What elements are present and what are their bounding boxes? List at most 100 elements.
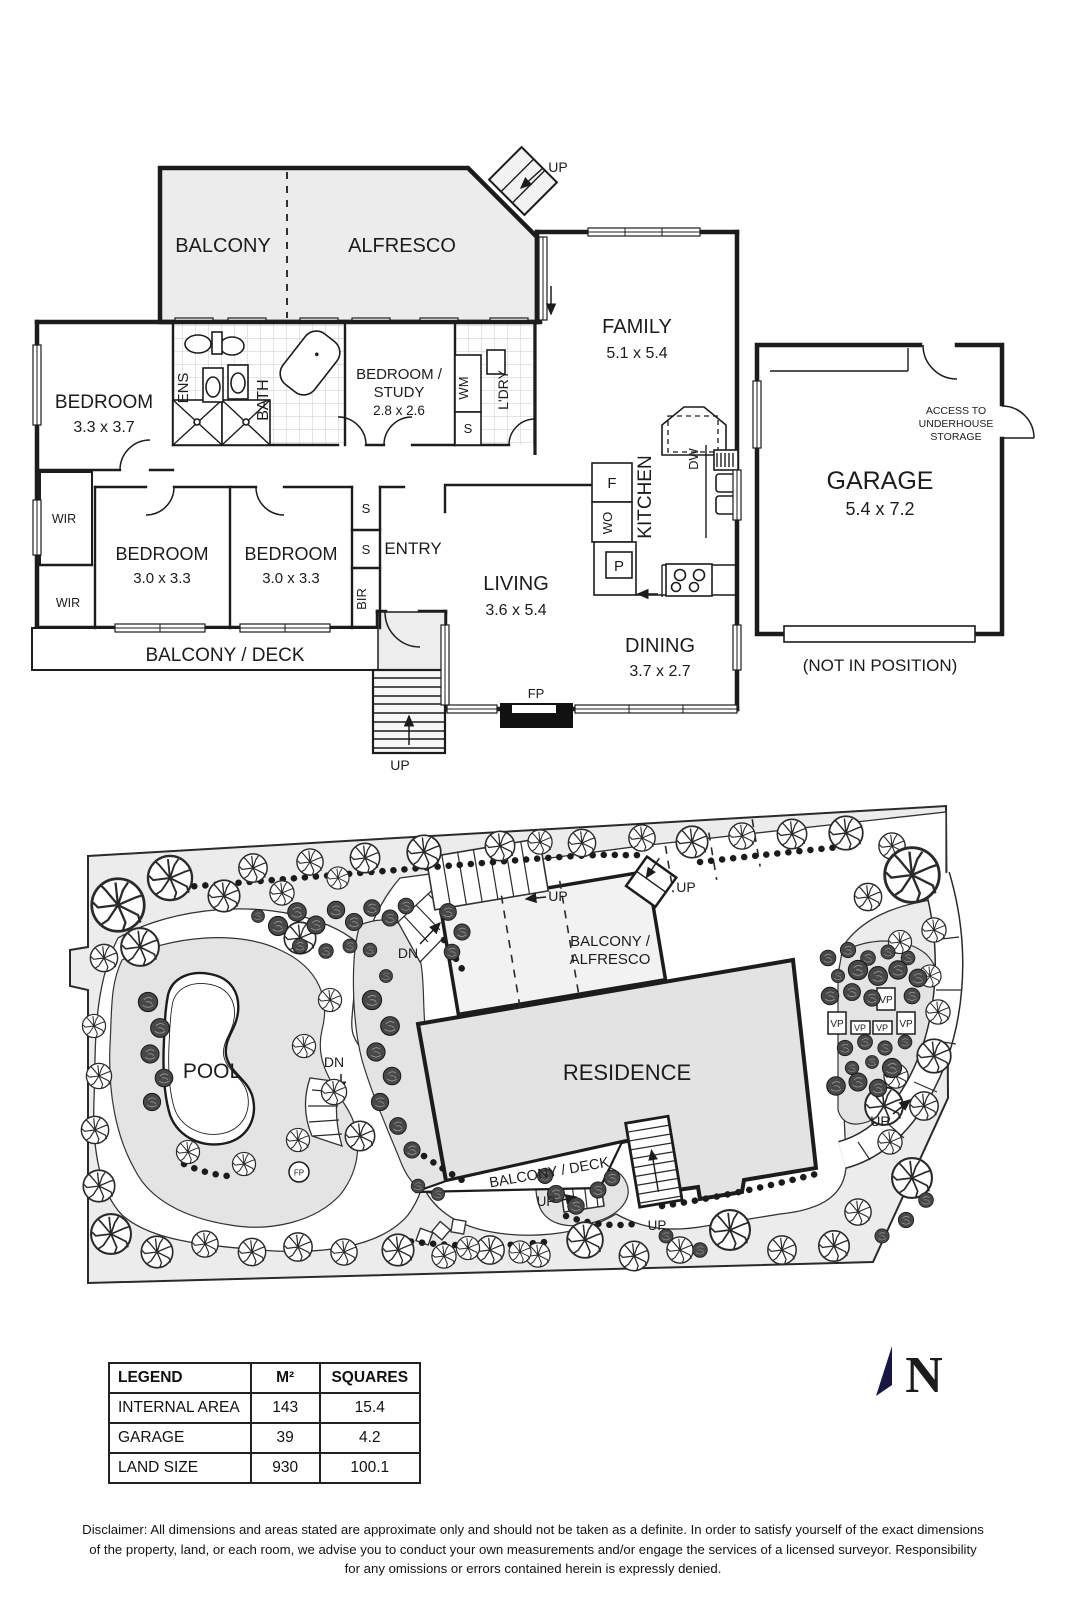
vp-label: VP <box>876 1023 888 1033</box>
family-dims: 5.1 x 5.4 <box>606 345 667 362</box>
site-up-bottom1: UP <box>537 1194 556 1209</box>
family-label: FAMILY <box>602 316 672 338</box>
site-up-diag: UP <box>676 879 695 895</box>
s-label: S <box>464 421 473 436</box>
legend-header-col1: LEGEND <box>108 1362 252 1394</box>
legend-row-squares: 4.2 <box>318 1422 422 1454</box>
wir2-label: WIR <box>56 596 80 610</box>
site-fp: FP <box>288 1161 310 1183</box>
bedroom-study-label1: BEDROOM / <box>356 366 443 383</box>
vp-label: VP <box>854 1023 866 1033</box>
bedroom3-dims: 3.0 x 3.3 <box>262 570 320 587</box>
kitchen-label: KITCHEN <box>635 455 656 538</box>
alfresco-label: ALFRESCO <box>348 235 456 257</box>
disclaimer-line3: for any omissions or errors contained he… <box>344 1561 722 1576</box>
site-up-top: UP <box>548 888 567 904</box>
disclaimer-line1: Disclaimer: All dimensions and areas sta… <box>82 1522 984 1537</box>
legend-row-squares: 100.1 <box>318 1452 422 1484</box>
s2-label: S <box>362 501 371 516</box>
residence-label: RESIDENCE <box>563 1060 691 1085</box>
north-needle-icon <box>876 1346 892 1396</box>
fridge-label: F <box>607 475 616 492</box>
pool-label: POOL <box>183 1060 241 1083</box>
legend-row: GARAGE 39 4.2 <box>108 1422 422 1454</box>
garage-door <box>783 625 976 643</box>
entry-stairs: UP <box>371 611 447 773</box>
legend-row-m2: 930 <box>249 1452 321 1484</box>
garage-access-line3: STORAGE <box>930 431 981 443</box>
site-balcony-alfresco-2: ALFRESCO <box>570 951 651 968</box>
doors <box>119 416 536 648</box>
disclaimer-line2: of the property, land, or each room, we … <box>89 1541 977 1557</box>
bedroom2-label: BEDROOM <box>115 544 208 564</box>
legend-row-label: GARAGE <box>108 1422 252 1454</box>
legend-header-col2: M² <box>249 1362 321 1394</box>
vp-boxes: VP VP VP VP VP <box>827 987 916 1035</box>
bedroom3-label: BEDROOM <box>244 544 337 564</box>
bir-label: BIR <box>354 588 369 610</box>
garage-dims: 5.4 x 7.2 <box>845 499 914 519</box>
legend-header-col3: SQUARES <box>318 1362 422 1394</box>
ens-label: ENS <box>175 373 192 404</box>
balcony-deck-label: BALCONY / DECK <box>145 645 304 666</box>
kitchen-fixtures <box>591 406 742 600</box>
dining-label: DINING <box>625 635 695 657</box>
bedroom-main-label: BEDROOM <box>55 392 153 413</box>
up-label: UP <box>548 159 567 175</box>
fp-label: FP <box>528 686 545 701</box>
room-labels: BALCONY ALFRESCO UP FAMILY 5.1 x 5.4 BED… <box>52 159 701 680</box>
pool <box>162 971 256 1146</box>
living-dims: 3.6 x 5.4 <box>485 602 546 619</box>
dining-dims: 3.7 x 2.7 <box>629 663 690 680</box>
bedroom-study-label2: STUDY <box>374 384 425 401</box>
up-label: UP <box>390 757 409 773</box>
vp-label: VP <box>899 1019 913 1030</box>
pantry-label: P <box>614 558 624 575</box>
entry-label: ENTRY <box>384 539 441 558</box>
legend-row-m2: 143 <box>249 1392 321 1424</box>
north-arrow: N <box>876 1346 943 1404</box>
balcony-stair <box>487 145 559 217</box>
legend-row: INTERNAL AREA 143 15.4 <box>108 1392 422 1424</box>
left-windows <box>32 344 331 633</box>
site-dn-top: DN <box>398 945 418 961</box>
legend-table: LEGEND M² SQUARES INTERNAL AREA 143 15.4… <box>108 1362 422 1484</box>
wir1-label: WIR <box>52 512 76 526</box>
legend-row-m2: 39 <box>249 1422 321 1454</box>
site-plan: VP VP VP VP VP FP POOL RESIDENCE BALCONY… <box>69 804 964 1285</box>
balcony-deck: BALCONY / DECK <box>31 627 436 671</box>
vp-label: VP <box>879 995 893 1006</box>
wall-oven-label: WO <box>600 512 615 534</box>
garage-access-line1: ACCESS TO <box>926 405 986 417</box>
garage-label: GARAGE <box>827 467 934 495</box>
site-up-bottom2: UP <box>648 1218 667 1233</box>
garage-note: (NOT IN POSITION) <box>803 656 958 675</box>
legend-row-label: INTERNAL AREA <box>108 1392 252 1424</box>
family-room <box>538 227 701 321</box>
north-letter: N <box>905 1347 943 1404</box>
legend-row-label: LAND SIZE <box>108 1452 252 1484</box>
balcony-label: BALCONY <box>175 235 271 257</box>
residence <box>414 819 819 1209</box>
site-dn-mid: DN <box>324 1054 344 1070</box>
crescent-path <box>837 871 964 1169</box>
bedroom2-dims: 3.0 x 3.3 <box>133 570 191 587</box>
dw-label: DW <box>686 447 701 469</box>
wm-label: WM <box>456 376 471 399</box>
garage: GARAGE 5.4 x 7.2 ACCESS TO UNDERHOUSE ST… <box>752 342 1035 675</box>
living-label: LIVING <box>483 573 549 595</box>
s3-label: S <box>362 542 371 557</box>
ldry-label: L'DRY <box>495 369 511 409</box>
disclaimer: Disclaimer: All dimensions and areas sta… <box>13 1520 1053 1579</box>
dining-living-edge: FP <box>440 624 742 728</box>
bath-label: BATH <box>255 379 272 420</box>
legend-row: LAND SIZE 930 100.1 <box>108 1452 422 1484</box>
vp-label: VP <box>830 1019 844 1030</box>
site-up-right: UP <box>870 1113 889 1129</box>
bedroom-main-dims: 3.3 x 3.7 <box>73 419 134 436</box>
site-labels: POOL RESIDENCE BALCONY / ALFRESCO BALCON… <box>183 879 912 1233</box>
site-fp-label: FP <box>294 1169 304 1178</box>
floor-plan: BALCONY / DECK UP <box>31 145 1035 773</box>
